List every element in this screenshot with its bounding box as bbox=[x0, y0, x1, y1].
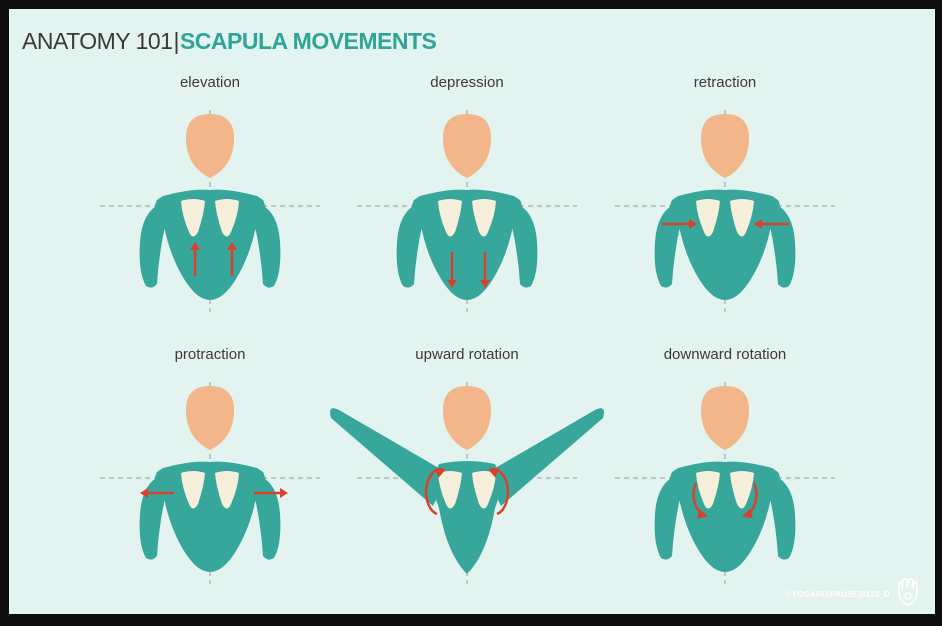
figure-downward-rotation bbox=[575, 346, 875, 616]
credit-text: ©YOGARU|PAUSE|0133_D bbox=[786, 590, 890, 599]
figure-retraction bbox=[575, 74, 875, 344]
head bbox=[443, 114, 491, 178]
torso bbox=[412, 190, 523, 300]
left-arm bbox=[330, 408, 449, 506]
torso bbox=[155, 190, 266, 300]
head bbox=[701, 386, 749, 450]
figure-upward-rotation bbox=[317, 346, 617, 616]
figure-protraction bbox=[60, 346, 360, 616]
panel-elevation: elevation bbox=[60, 74, 360, 344]
panel-downward-rotation: downward rotation bbox=[575, 346, 875, 616]
title-prefix: ANATOMY 101 bbox=[22, 28, 172, 54]
panel-depression: depression bbox=[317, 74, 617, 344]
panel-protraction: protraction bbox=[60, 346, 360, 616]
torso bbox=[155, 462, 266, 572]
page-title: ANATOMY 101|SCAPULA MOVEMENTS bbox=[22, 28, 436, 55]
figure-elevation bbox=[60, 74, 360, 344]
panel-retraction: retraction bbox=[575, 74, 875, 344]
figure-depression bbox=[317, 74, 617, 344]
title-main: SCAPULA MOVEMENTS bbox=[180, 28, 436, 54]
panel-upward-rotation: upward rotation bbox=[317, 346, 617, 616]
torso bbox=[670, 462, 781, 572]
head bbox=[186, 114, 234, 178]
head bbox=[701, 114, 749, 178]
title-separator: | bbox=[173, 28, 178, 54]
torso bbox=[670, 190, 781, 300]
hamsa-icon bbox=[895, 578, 921, 608]
head bbox=[443, 386, 491, 450]
head bbox=[186, 386, 234, 450]
